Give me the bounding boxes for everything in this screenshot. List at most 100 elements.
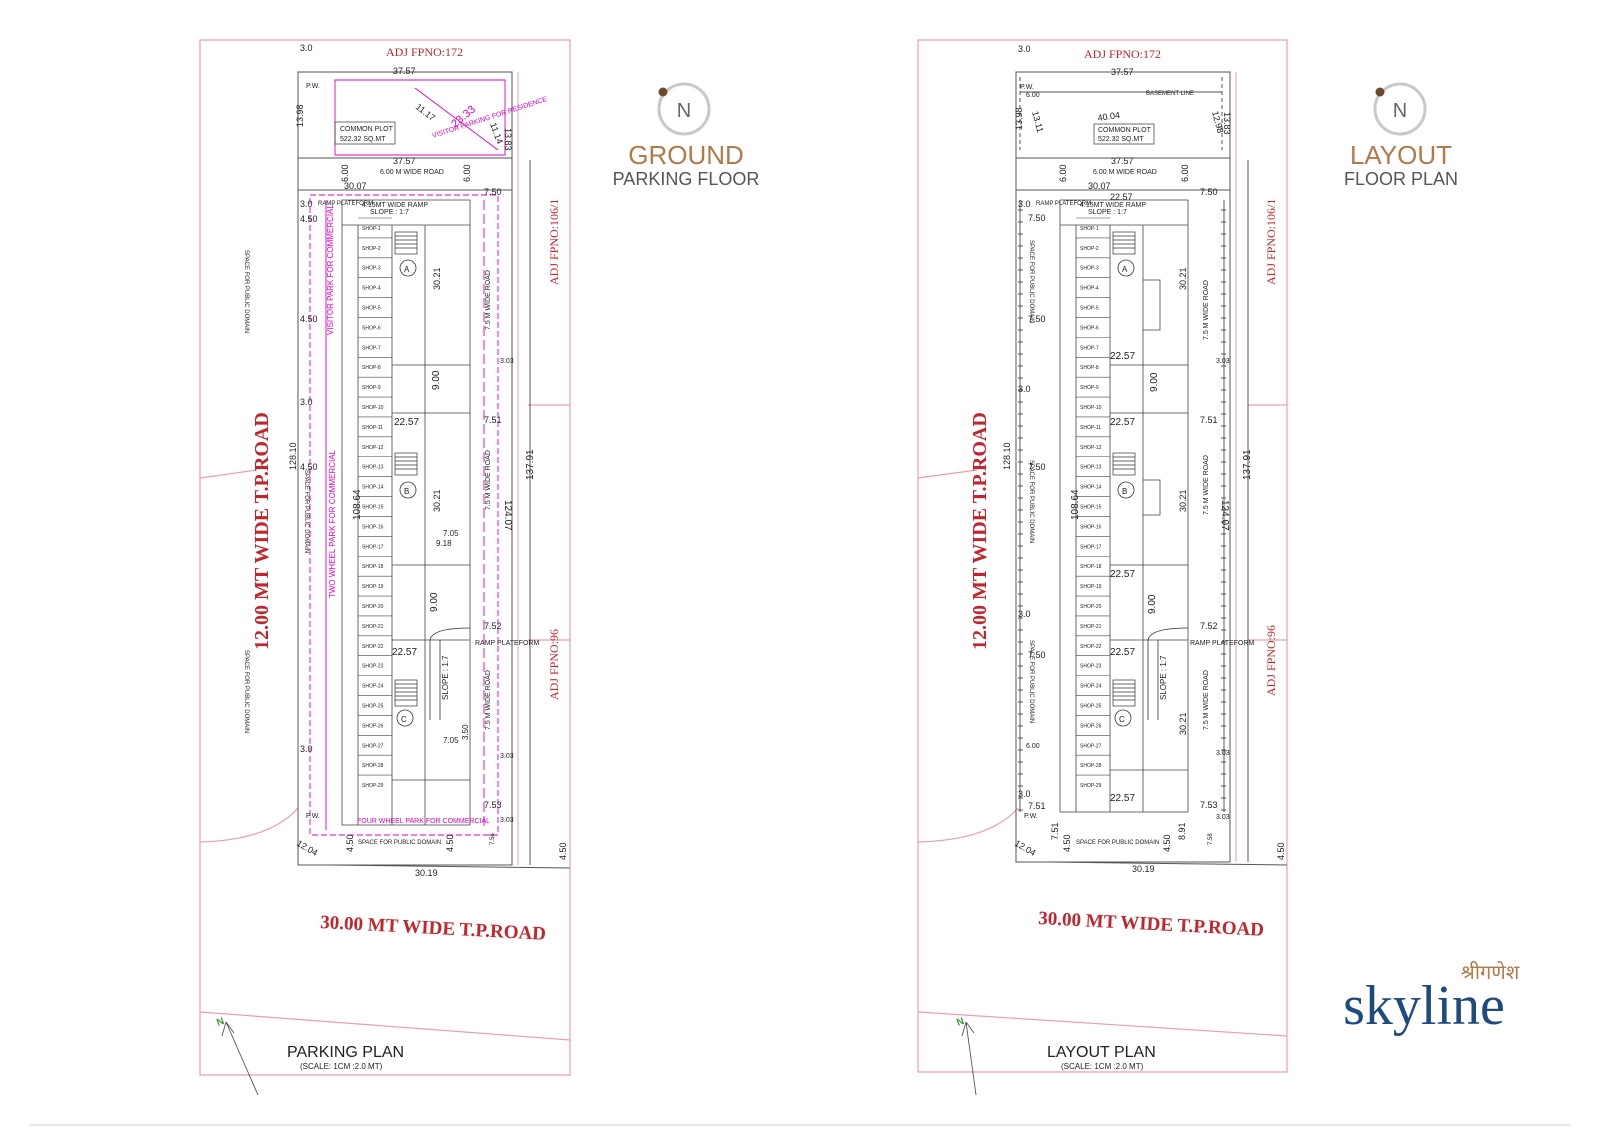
layout-plan-scale: (SCALE: 1CM :2.0 MT): [1061, 1062, 1144, 1071]
shop-label: SHOP-17: [362, 544, 384, 550]
shop-label: SHOP-15: [1080, 505, 1102, 511]
shop-label: SHOP-10: [1080, 405, 1102, 411]
dim-label: 7.50: [1028, 314, 1046, 324]
dim-label: 137.91: [525, 449, 536, 480]
dim-label: 7.52: [484, 621, 502, 631]
shop-label: SHOP-18: [1080, 564, 1102, 570]
dim-label: 9.00: [429, 592, 440, 612]
basement-line-label: BASEMENT LINE: [1146, 91, 1194, 97]
dim-label: 37.57: [1111, 67, 1134, 77]
dim-label: 40.04: [1097, 110, 1121, 123]
shop-label: SHOP-2: [362, 246, 381, 252]
dim-label: 30.21: [1178, 712, 1188, 735]
slope-label: SLOPE : 1:7: [1159, 655, 1168, 700]
block-a-label: A: [1122, 265, 1128, 274]
dim-label: 3.03: [500, 753, 514, 760]
pw-label: P.W.: [306, 813, 320, 820]
dim-label: 13.83: [1222, 112, 1232, 135]
dim-label: 9.00: [1149, 372, 1160, 392]
shop-label: SHOP-5: [1080, 306, 1099, 312]
shop-label: SHOP-3: [362, 266, 381, 272]
shop-label: SHOP-23: [1080, 664, 1102, 670]
dim-label: 30.21: [432, 267, 442, 290]
shop-label: SHOP-15: [362, 505, 384, 511]
shop-label: SHOP-11: [1080, 425, 1101, 431]
dim-label: 3.0: [1018, 199, 1031, 209]
dim-label: 7.05: [443, 736, 459, 745]
dim-label: 30.21: [1178, 267, 1188, 290]
dim-label: 9.00: [1147, 594, 1158, 614]
compass-letter: N: [677, 100, 691, 122]
public-domain-label: SPACE FOR PUBLIC DOMAIN: [1028, 240, 1034, 323]
dim-label: 7.58: [1208, 833, 1214, 845]
ramp-outline: [429, 627, 471, 720]
dim-label: 7.50: [484, 187, 502, 197]
dim-label: 3.0: [1018, 384, 1031, 394]
dim-label: 4.50: [445, 834, 455, 852]
dim-label: 30.07: [344, 181, 367, 191]
ramp-platform-label: RAMP PLATEFORM: [1036, 201, 1091, 207]
dim-label: 6.00: [1026, 92, 1040, 99]
dim-label: 3.0: [1018, 44, 1031, 54]
dim-label: 6.00: [340, 164, 350, 182]
dim-label: 6.00: [1180, 164, 1190, 182]
adj-top-label: ADJ FPNO:172: [386, 45, 463, 59]
dim-label: 22.57: [1110, 417, 1135, 428]
road-vertical-label: 12.00 MT WIDE T.P.ROAD: [969, 412, 991, 650]
shop-label: SHOP-13: [362, 465, 384, 471]
shop-label: SHOP-16: [1080, 524, 1102, 530]
shop-label: SHOP-26: [362, 723, 384, 729]
slope-label: SLOPE : 1:7: [441, 655, 450, 700]
dim-label: 22.57: [1110, 647, 1135, 658]
shop-label: SHOP-7: [362, 345, 381, 351]
dim-label: 7.52: [1200, 621, 1218, 631]
shop-partitions: SHOP-1SHOP-2SHOP-3SHOP-4SHOP-5SHOP-6SHOP…: [358, 217, 392, 789]
dim-label: 11.17: [414, 102, 437, 123]
shop-label: SHOP-19: [362, 584, 384, 590]
block-b-label: B: [1122, 487, 1127, 496]
dim-label: 11.14: [488, 121, 505, 145]
dim-label: 4.50: [558, 842, 568, 860]
dim-label: 4.50: [1062, 834, 1072, 852]
dim-label: 3.03: [500, 358, 514, 365]
setback-lines: [309, 79, 506, 836]
dim-label: 137.91: [1242, 449, 1253, 480]
dim-label: 30.19: [415, 868, 438, 878]
parking-plan-caption: PARKING PLAN: [287, 1044, 404, 1061]
dim-label: 4.50: [300, 214, 318, 224]
pw-label: P.W.: [306, 83, 320, 90]
shop-label: SHOP-9: [362, 385, 381, 391]
site-boundary: [199, 39, 571, 1076]
brand-name: skyline: [1343, 975, 1505, 1037]
dim-label: 9.18: [436, 539, 452, 548]
shop-label: SHOP-4: [362, 286, 381, 292]
dim-label: 6.00: [462, 164, 472, 182]
dim-label: 128.10: [288, 442, 298, 470]
shop-label: SHOP-25: [362, 703, 384, 709]
ramp-platform-label: RAMP PLATEFORM: [318, 201, 373, 207]
dim-label: 7.50: [1028, 462, 1046, 472]
tick-marks: [1018, 209, 1226, 811]
dim-label: 3.03: [1216, 814, 1230, 821]
heading-layout: LAYOUT: [1350, 140, 1452, 170]
block-c-label: C: [401, 715, 407, 724]
brand-devanagari: श्रीगणेश: [1461, 961, 1520, 984]
visitor-commercial-label: VISITOR PARK FOR COMMERCIAL: [326, 204, 335, 335]
dim-label: 13.11: [1030, 110, 1045, 134]
ramp-platform-label: RAMP PLATEFORM: [1190, 640, 1254, 647]
dim-label: 7.53: [484, 800, 502, 810]
dim-label: 30.21: [432, 489, 442, 512]
dim-label: 7.51: [1200, 415, 1218, 425]
dim-label: 7.51: [484, 415, 502, 425]
dim-label: 108.64: [352, 489, 363, 520]
heading-parking-floor: PARKING FLOOR: [613, 169, 760, 189]
common-plot-area: 522.32 SQ.MT: [1098, 136, 1144, 143]
shop-label: SHOP-21: [1080, 624, 1102, 630]
dim-label: 3.50: [461, 724, 470, 740]
dim-label: 30.21: [1178, 489, 1188, 512]
slope-label: SLOPE : 1:7: [1088, 209, 1127, 216]
dim-label: 3.0: [300, 397, 313, 407]
visitor-parking-label: VISITOR PARKING FOR RESIDENCE: [431, 96, 548, 140]
plot-outline: [1015, 71, 1288, 866]
parking-plan: SHOP-1SHOP-2SHOP-3SHOP-4SHOP-5SHOP-6SHOP…: [199, 39, 571, 1096]
